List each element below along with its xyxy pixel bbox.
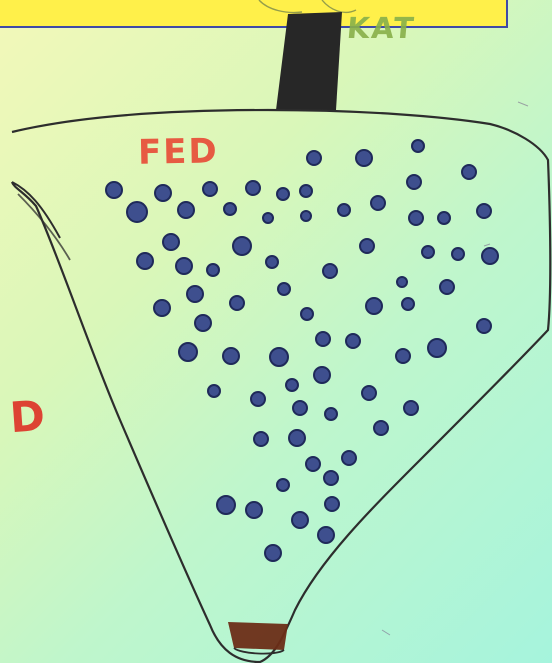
- d-label: D: [8, 391, 48, 442]
- cone-tip: [228, 622, 288, 650]
- fed-label: FED: [138, 131, 219, 172]
- dark-stem: [276, 12, 342, 110]
- kat-label: KAT: [346, 11, 417, 45]
- seed-dots: [106, 140, 498, 561]
